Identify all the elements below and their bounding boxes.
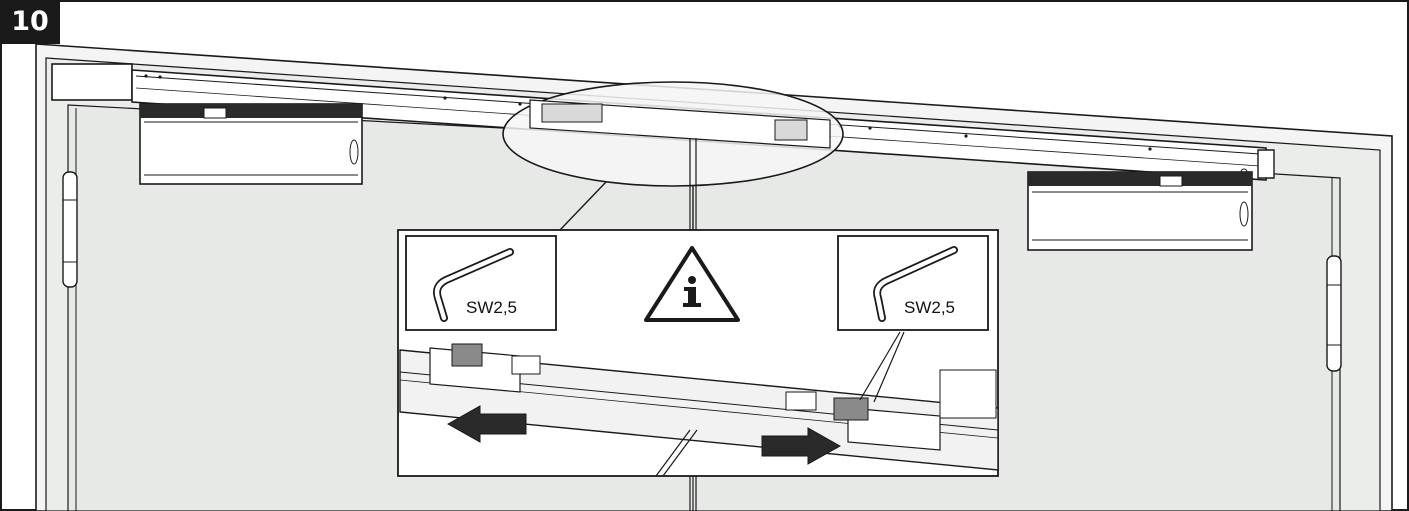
- leader-line-left: [559, 181, 607, 231]
- step-number-badge: 10: [0, 0, 60, 44]
- wrench-size-label-right: SW2,5: [904, 298, 955, 317]
- door-closer-left: [139, 103, 363, 185]
- wrench-size-label-left: SW2,5: [466, 298, 517, 317]
- magnify-ellipse: [502, 81, 844, 187]
- arrow-left: [446, 405, 527, 443]
- info-warning-triangle-icon: [644, 246, 740, 322]
- allen-key-panel-right: SW2,5: [837, 235, 989, 403]
- arrow-right: [761, 427, 842, 465]
- allen-key-panel-left: SW2,5: [405, 235, 557, 331]
- hinge-right: [1326, 255, 1342, 372]
- hinge-left: [62, 171, 78, 288]
- door-closer-right: [1027, 171, 1253, 251]
